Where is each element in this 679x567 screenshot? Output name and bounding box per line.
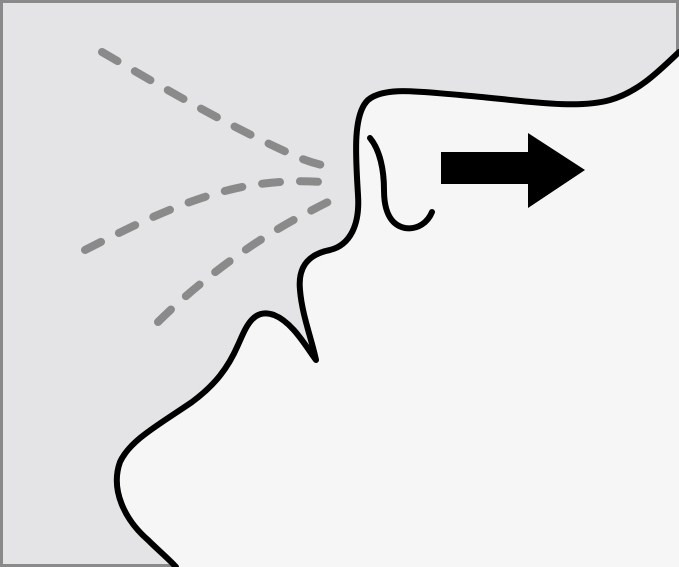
arrow-shaft xyxy=(441,152,533,184)
